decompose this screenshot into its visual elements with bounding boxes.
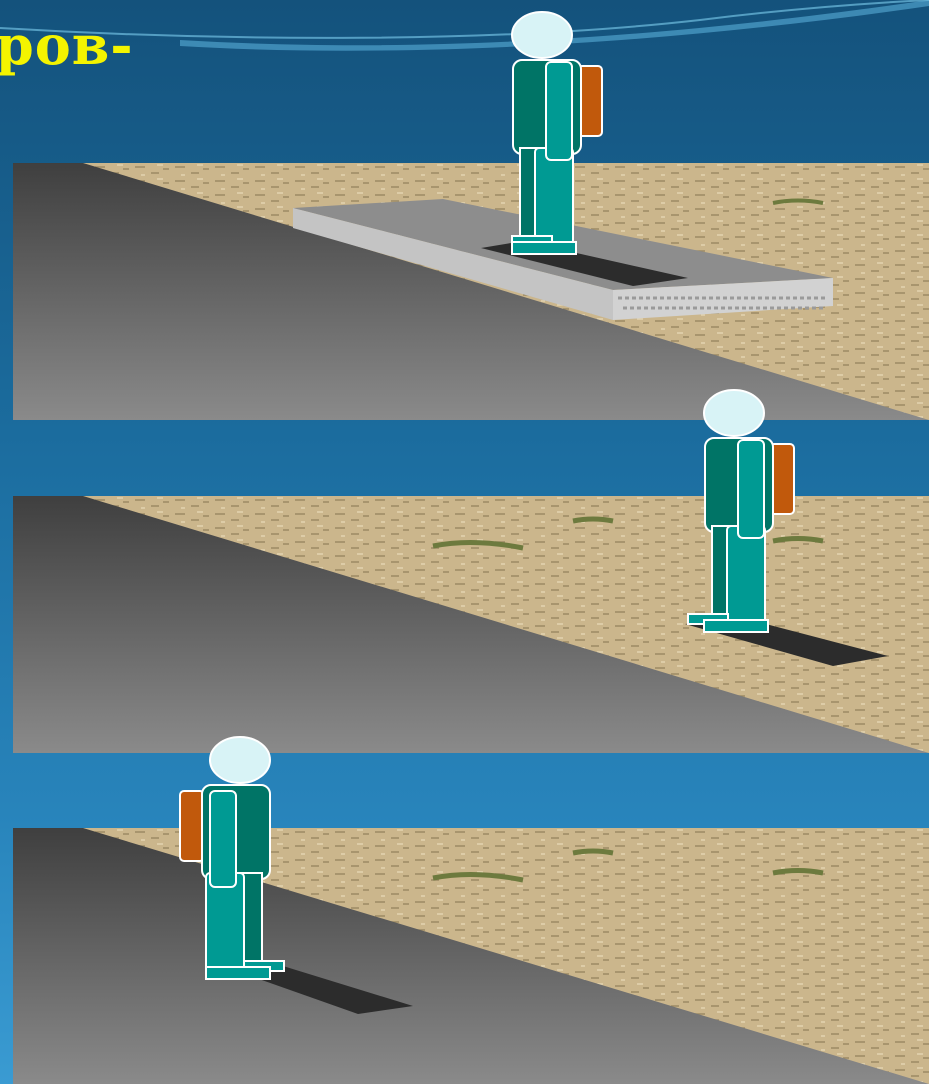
scene-pedestrian-on-roadside-left <box>13 828 929 1084</box>
foot-front <box>512 242 576 254</box>
leg-front <box>727 526 765 624</box>
scene-pedestrian-on-curb <box>13 163 929 420</box>
foot-front <box>206 967 270 979</box>
leg-front <box>535 148 573 246</box>
head <box>704 390 764 436</box>
arm <box>738 440 764 538</box>
pedestrian-figure <box>172 735 302 985</box>
slide-title-fragment: ров- <box>0 18 134 72</box>
arm <box>210 791 236 887</box>
foot-front <box>704 620 768 632</box>
backpack <box>180 791 204 861</box>
head <box>512 12 572 58</box>
head <box>210 737 270 783</box>
header-swoosh <box>0 0 929 70</box>
arm <box>546 62 572 160</box>
pedestrian-figure <box>672 388 802 638</box>
pedestrian-figure <box>480 10 610 260</box>
